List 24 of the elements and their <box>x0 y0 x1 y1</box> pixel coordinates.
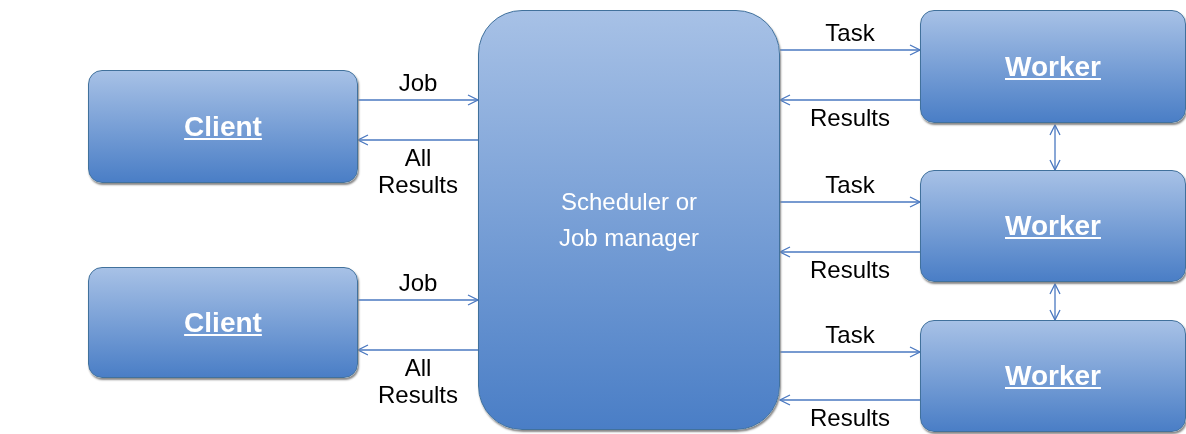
scheduler-box <box>478 10 780 430</box>
node-label: Client <box>184 306 262 339</box>
arrow <box>357 94 479 106</box>
arrow <box>1049 283 1061 321</box>
arrow <box>357 134 479 146</box>
arrow <box>357 344 479 356</box>
node-label: Worker <box>1005 50 1101 83</box>
arrow <box>357 294 479 306</box>
node-label: Worker <box>1005 360 1101 392</box>
process-box <box>88 70 358 183</box>
node-label: Scheduler or Job manager <box>557 187 701 253</box>
arrow <box>779 44 921 56</box>
node-label: Client <box>184 110 262 143</box>
process-box <box>920 10 1186 123</box>
process-box <box>920 170 1186 282</box>
arrow <box>779 394 921 406</box>
arrow <box>779 196 921 208</box>
process-box <box>920 320 1186 432</box>
arrow <box>779 94 921 106</box>
node-label: Worker <box>1005 210 1101 242</box>
arrow <box>779 246 921 258</box>
arrow <box>779 346 921 358</box>
process-box <box>88 267 358 378</box>
arrow <box>1049 124 1061 171</box>
